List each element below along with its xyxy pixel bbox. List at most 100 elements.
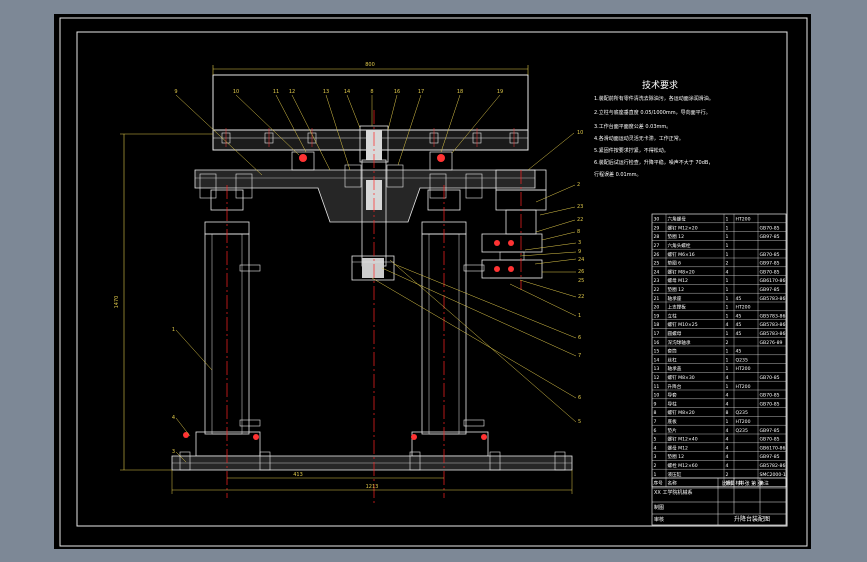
bom-cell: 螺钉 M6×16: [668, 251, 695, 258]
callout-label: 3: [172, 449, 175, 455]
bom-cell: 11: [654, 384, 660, 390]
bom-cell: 1: [726, 331, 729, 337]
bom-cell: 28: [654, 234, 660, 240]
bom-cell: GB5782-86: [760, 463, 786, 469]
bom-cell: GB6170-86: [760, 445, 786, 451]
bom-cell: 轴承座: [668, 295, 682, 302]
bom-cell: 4: [726, 375, 729, 381]
bom-cell: 垫圈 6: [668, 260, 682, 267]
bom-cell: 1: [726, 305, 729, 311]
bom-cell: 1: [726, 296, 729, 302]
bom-cell: HT200: [736, 305, 751, 311]
bom-header-cell: 数量: [726, 480, 736, 487]
inner-frame: [76, 31, 788, 527]
bom-cell: 13: [654, 366, 660, 372]
bom-cell: 1: [726, 313, 729, 319]
bom-cell: 4: [726, 437, 729, 443]
callout-label: 24: [578, 257, 584, 263]
bom-cell: GB6170-86: [760, 278, 786, 284]
bom-cell: 螺钉 M8×20: [668, 409, 695, 416]
bom-cell: 15: [654, 349, 660, 355]
bom-cell: GB70-85: [760, 225, 780, 231]
bom-cell: 1: [726, 419, 729, 425]
bom-header-cell: 名称: [668, 480, 678, 487]
bom-cell: 45: [736, 331, 742, 337]
bom-cell: 17: [654, 331, 660, 337]
bom-cell: 螺钉 M12×40: [668, 436, 698, 443]
callout-label: 18: [457, 89, 463, 95]
center-lines: [226, 110, 522, 505]
bottom-dimensions: 413 1213: [171, 470, 573, 494]
callouts-top: 9 10 11 12 13 14 8 16 17 18 19: [174, 89, 503, 95]
bom-cell: 2: [726, 472, 729, 478]
bom-cell: 1: [726, 217, 729, 223]
bom-cell: 30: [654, 217, 660, 223]
bom-cell: 螺母 M12: [668, 444, 689, 451]
callout-label: 10: [577, 130, 583, 136]
bom-cell: 螺钉 M10×25: [668, 321, 698, 328]
callout-label: 17: [418, 89, 424, 95]
bom-frame: [651, 213, 787, 488]
bom-cell: 4: [726, 269, 729, 275]
bom-cell: Q235: [736, 428, 748, 434]
callout-label: 23: [577, 204, 583, 210]
bom-cell: 螺钉 M8×20: [668, 268, 695, 275]
bom-cell: 3: [654, 454, 657, 460]
callout-label: 4: [172, 415, 175, 421]
bom-cell: 1: [726, 234, 729, 240]
tech-note-line: 行程误差 0.01mm。: [594, 171, 641, 178]
tech-note-line: 4.各滑动面运动灵活无卡滞，工作正常。: [594, 135, 684, 142]
callout-label: 19: [497, 89, 503, 95]
bom-cell: 2: [654, 463, 657, 469]
bom-cell: HT200: [736, 217, 751, 223]
bom-cell: GB70-85: [760, 401, 780, 407]
tech-notes-title: 技术要求: [642, 79, 678, 91]
bom-cell: 升降台: [668, 383, 682, 390]
bom-cell: GB5783-86: [760, 296, 786, 302]
bom-cell: Q235: [736, 357, 748, 363]
bom-cell: 1: [654, 472, 657, 478]
tech-note-line: 5.紧固件按要求拧紧，不得松动。: [594, 147, 669, 154]
bom-cell: HT200: [736, 419, 751, 425]
bom-cell: GB97-85: [760, 261, 780, 267]
bom-cell: 1: [726, 366, 729, 372]
bom-cell: GB5783-86: [760, 331, 786, 337]
bom-cell: 六角螺母: [668, 216, 687, 223]
bom-header-cell: 材料: [736, 480, 746, 487]
bom-cell: 4: [726, 445, 729, 451]
bom-cell: 1: [726, 357, 729, 363]
bom-cell: HT200: [736, 384, 751, 390]
bom-cell: 4: [726, 463, 729, 469]
bom-cell: GB70-85: [760, 375, 780, 381]
bom-cell: 12: [654, 375, 660, 381]
bom-cell: 1: [726, 287, 729, 293]
bom-cell: 丝杠: [668, 356, 678, 363]
bom-cell: 轴承盖: [668, 365, 682, 372]
bom-cell: 7: [654, 419, 657, 425]
bom-cell: 1: [726, 243, 729, 249]
bom-cell: 10: [654, 393, 660, 399]
bom-cell: 深沟球轴承: [668, 339, 691, 346]
bom-cell: 套筒: [668, 348, 678, 355]
bom-cell: GB97-85: [760, 428, 780, 434]
bom-cell: GB276-89: [760, 340, 783, 346]
callouts-right: 2 23 22 8 3 9 24 26 25 22 1 6 7 6 5 10: [577, 130, 584, 425]
left-dimension-text: 1470: [114, 296, 120, 309]
callout-label: 3: [578, 240, 581, 246]
bottom-dimension-outer-text: 1213: [366, 484, 379, 490]
bom-cell: 21: [654, 296, 660, 302]
callout-label: 8: [370, 89, 373, 95]
bom-cell: 26: [654, 252, 660, 258]
bom-cell: 45: [736, 349, 742, 355]
title-block-check: 审核: [654, 516, 664, 523]
bom-cell: 24: [654, 269, 660, 275]
bom-cell: GB70-85: [760, 437, 780, 443]
bom-cell: 8: [654, 410, 657, 416]
bom-cell: 上支撑板: [668, 304, 687, 311]
callout-label: 9: [578, 249, 581, 255]
bom-cell: 立柱: [668, 312, 678, 319]
bom-cell: SMC2000-1: [760, 472, 786, 478]
